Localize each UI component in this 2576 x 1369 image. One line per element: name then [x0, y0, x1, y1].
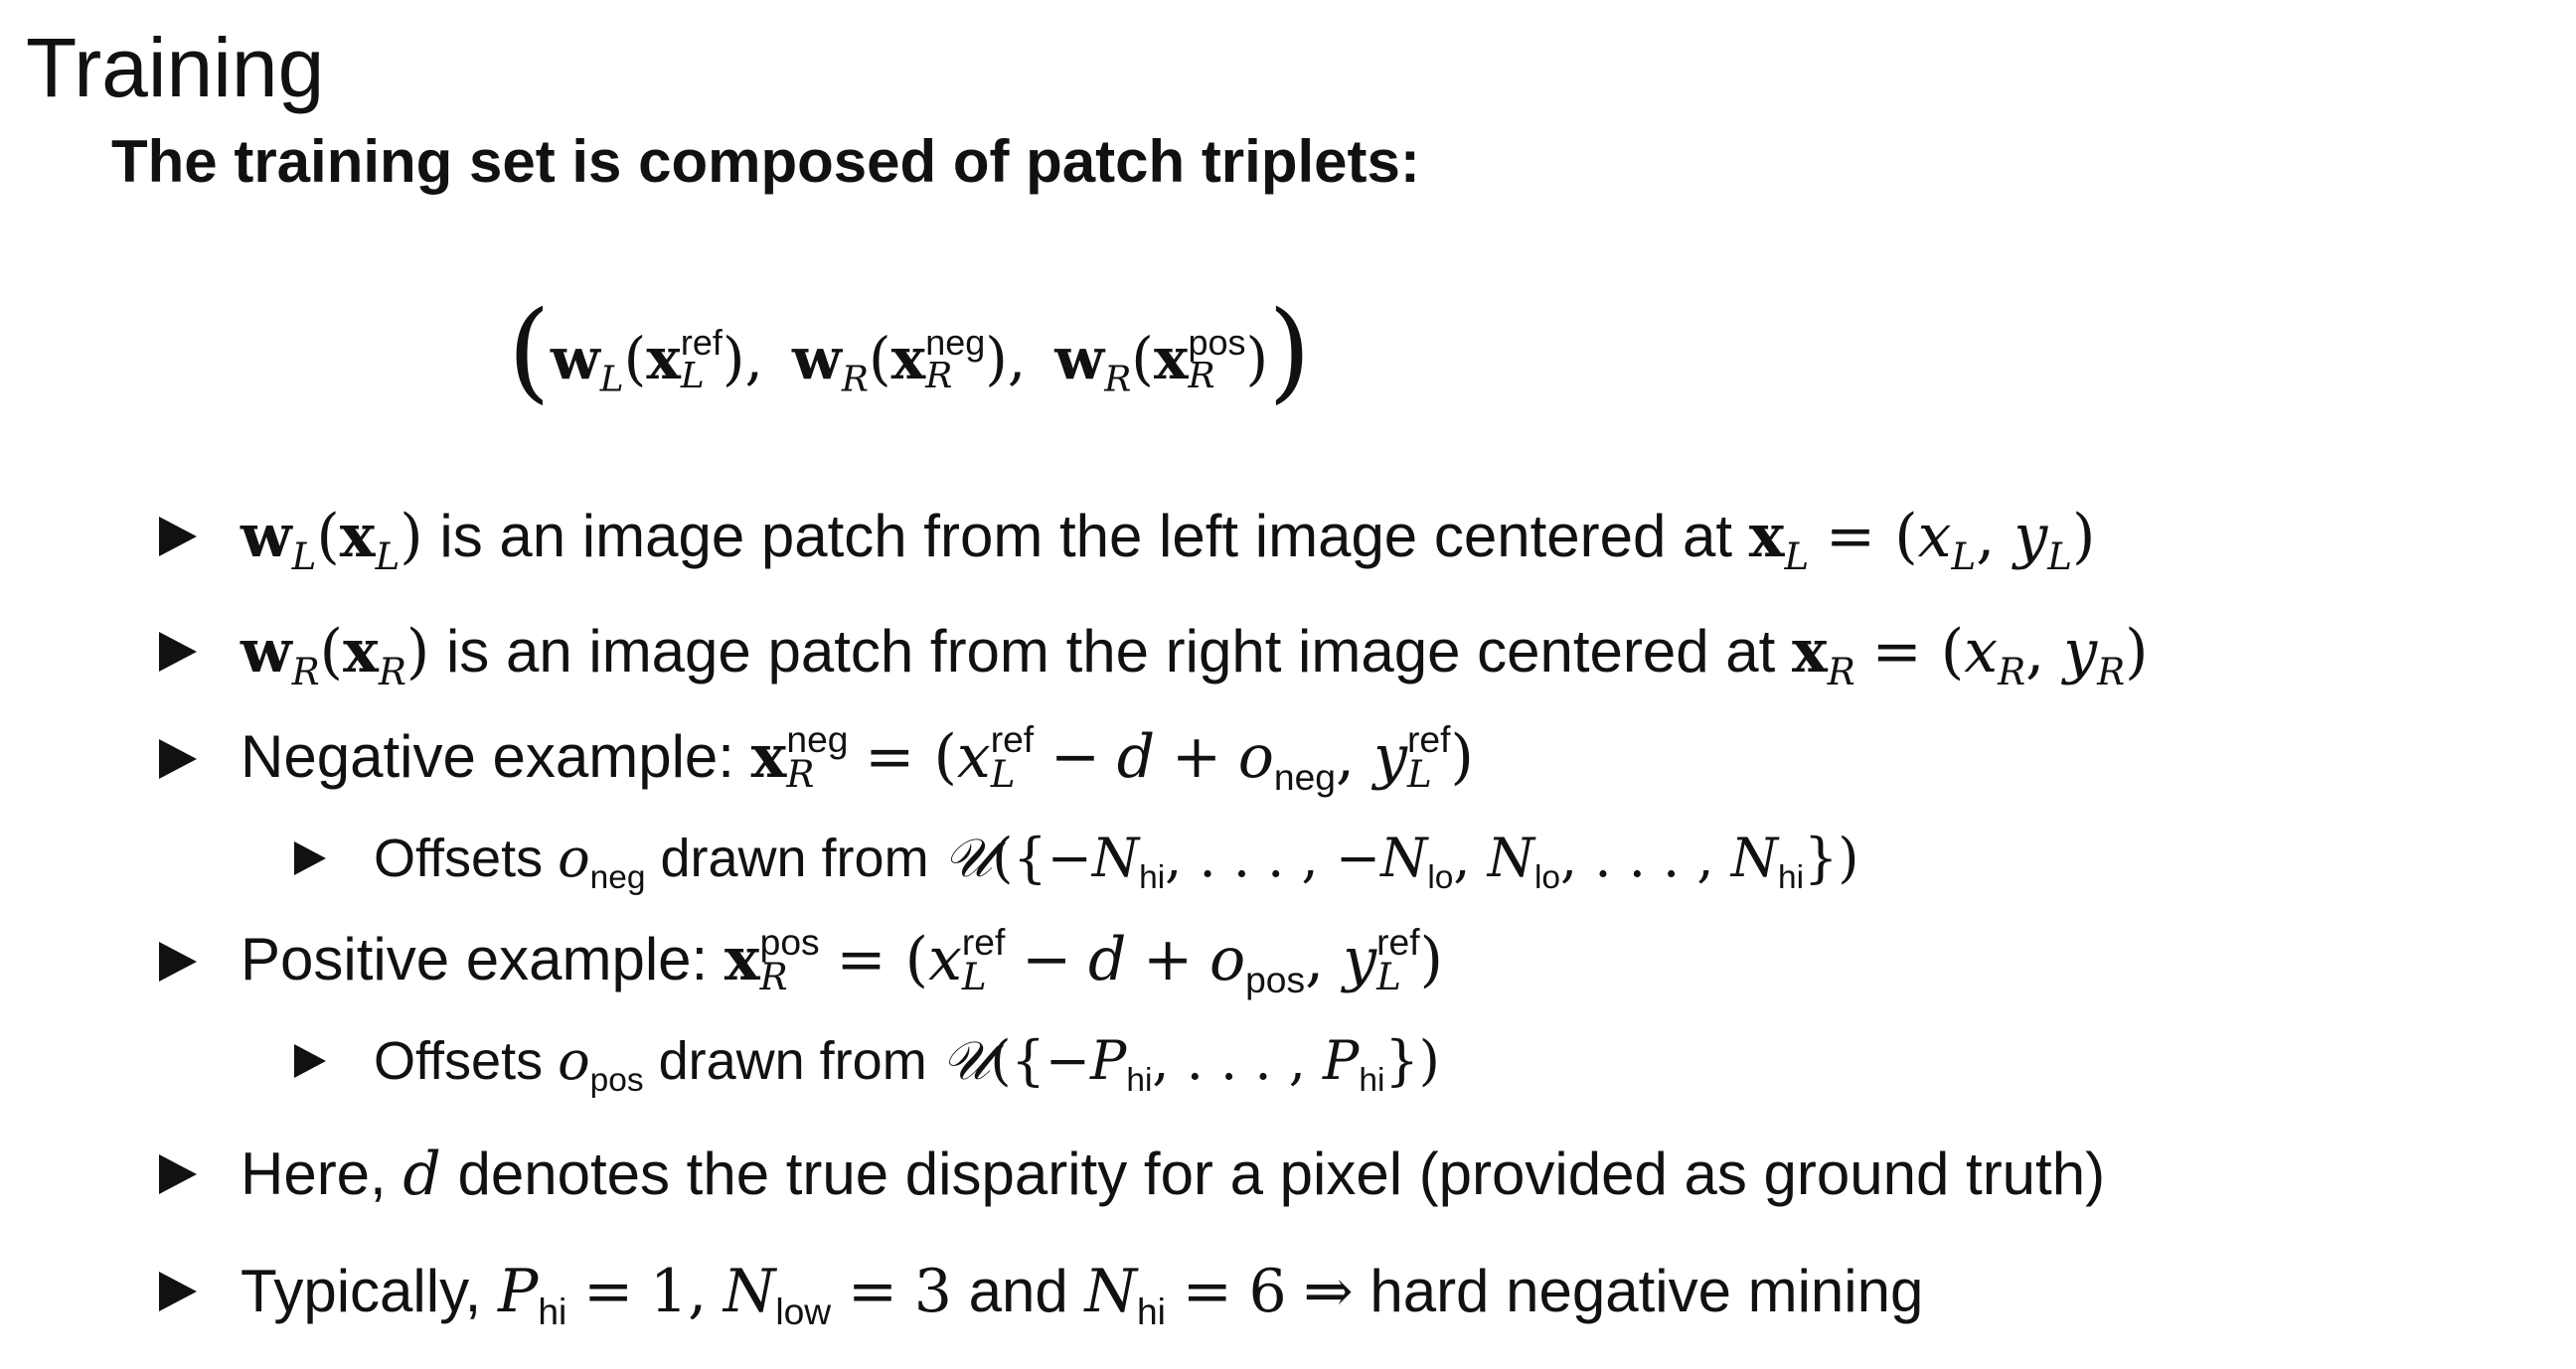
triangle-bullet-icon — [294, 841, 326, 876]
triangle-bullet-icon — [294, 1044, 326, 1079]
bullet-negative-offsets: Offsets oneg drawn from 𝒰({−Nhi, . . . ,… — [294, 827, 1858, 894]
triangle-bullet-icon — [159, 1272, 197, 1311]
triangle-bullet-icon — [159, 941, 197, 982]
bullet-positive-offsets: Offsets opos drawn from 𝒰({−Phi, . . . ,… — [294, 1029, 1440, 1097]
triangle-bullet-icon — [159, 632, 197, 672]
triangle-bullet-icon — [159, 738, 197, 779]
bullet-left-patch: wL(xL) is an image patch from the left i… — [159, 501, 2095, 575]
triangle-bullet-icon — [159, 517, 197, 556]
slide-title: Training — [26, 21, 325, 114]
formula-close-paren: ) — [1268, 287, 1312, 414]
slide-subtitle: The training set is composed of patch tr… — [111, 128, 1420, 195]
implies-arrow-icon: ⇒ — [1303, 1257, 1354, 1326]
bullet-typical-values: Typically, Phi = 1, Nlow = 3 and Nhi = 6… — [159, 1256, 1923, 1330]
bullet-right-patch: wR(xR) is an image patch from the right … — [159, 616, 2149, 690]
formula-open-paren: ( — [507, 287, 551, 414]
bullet-disparity-note: Here, d denotes the true disparity for a… — [159, 1139, 2105, 1210]
triangle-bullet-icon — [159, 1154, 197, 1194]
